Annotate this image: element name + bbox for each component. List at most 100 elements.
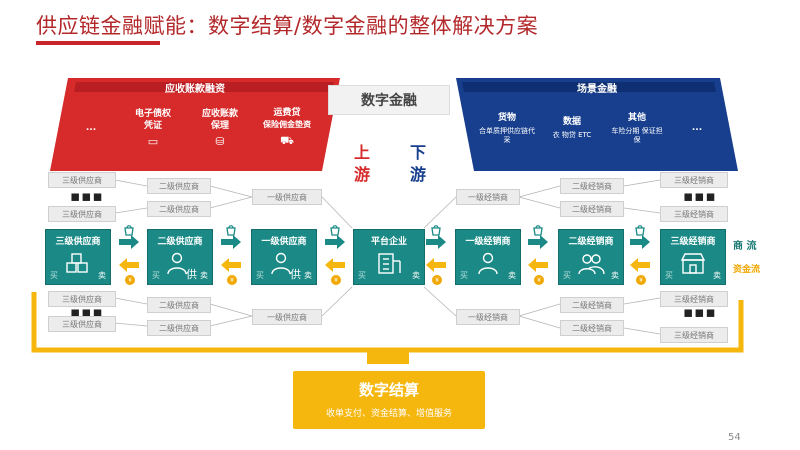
shopping-bag-icon [330,225,340,236]
ellipsis: ▪▪▪ [683,303,717,321]
scenario-item-label: ... [691,123,703,133]
receivables-item-label: 电子债权 [134,109,171,119]
secondary-distributor-box: 二级经销商 [560,201,624,217]
scenario-panel-title: 场景金融 [577,84,617,95]
scenario-item-label: 货物 [497,112,516,123]
secondary-distributor-box: 二级经销商 [560,297,624,313]
coins-icon: ⛁ [215,135,225,148]
digital-settlement-box: 数字结算 收单支付、资金结算、增值服务 [293,371,485,429]
chain-node-primary-distributor: 一级经销商 买 卖 [455,229,521,285]
shopping-bag-icon [533,225,543,236]
person-supply-icon [271,252,291,275]
buy-label: 买 [256,271,264,280]
primary-distributor-box: 一级经销商 [456,189,520,205]
upstream-label: 上 游 [352,142,372,186]
page-title: 供应链金融赋能：数字结算/数字金融的整体解决方案 [36,14,539,38]
boxes-icon [66,253,88,273]
chain-node-primary-supplier: 一级供应商 供 买 卖 [251,229,317,285]
downstream-char: 游 [409,165,426,184]
receivables-financing-panel: 应收账款融资 ... 电子债权 凭证 ▭ 应收账款 保理 ⛁ 运费贷 保险佣金垫… [50,78,340,171]
sell-label: 卖 [508,271,516,280]
title-underline [36,41,160,45]
sell-label: 卖 [304,271,312,280]
supply-mark: 供 [290,268,301,281]
chain-node-secondary-distributor: 二级经销商 买 卖 [558,229,624,285]
buy-label: 买 [152,271,160,280]
people-icon [578,254,605,275]
coin-icon: ¥ [432,275,442,285]
secondary-distributor-box: 二级经销商 [560,178,624,194]
upstream-char: 上 [353,143,370,162]
coin-icon: ¥ [534,275,544,285]
primary-supplier-box: 一级供应商 [252,309,322,325]
ellipsis: ▪▪▪ [70,187,104,205]
buy-label: 买 [358,271,366,280]
downstream-label: 下 游 [408,142,428,186]
page-number: 54 [728,432,741,443]
downstream-char: 下 [409,143,426,162]
coin-icon: ¥ [636,275,646,285]
scenario-panel-shape [456,78,738,171]
receivables-item-sublabel: 保理 [210,121,229,131]
sell-label: 卖 [611,271,619,280]
sell-label: 卖 [200,271,208,280]
scenario-item-detail: 衣 物贷 ETC [552,131,592,139]
chain-node-tertiary-supplier: 三级供应商 买 卖 [45,229,111,285]
coin-icon: ¥ [227,275,237,285]
shopping-bag-icon [226,225,236,236]
receivables-item-label: 运费贷 [273,108,301,118]
tertiary-supplier-box: 三级供应商 [48,316,116,332]
legend-goods-flow: 商 流 [733,241,757,252]
legend-cash-flow: 资金流 [733,265,761,275]
voucher-icon: ▭ [147,135,159,148]
secondary-distributor-box: 二级经销商 [560,320,624,336]
receivables-item-e-credit: 电子债权 凭证 ▭ [124,98,182,158]
person-icon [478,252,498,275]
receivables-item-label: 应收账款 [201,109,238,119]
receivables-item-label: ... [85,123,97,133]
buy-label: 买 [50,271,58,280]
scenario-item-data: 数据 衣 物贷 ETC [544,98,600,158]
store-icon [680,253,706,274]
scenario-finance-panel: 场景金融 货物 合单质押供应链代采 数据 衣 物贷 ETC 其他 车险分期 保证… [456,78,738,171]
secondary-supplier-box: 二级供应商 [147,201,211,217]
chain-node-tertiary-distributor: 三级经销商 买 卖 [660,229,726,285]
person-supply-icon [167,252,187,275]
secondary-supplier-box: 二级供应商 [147,320,211,336]
coin-icon: ¥ [331,275,341,285]
secondary-supplier-box: 二级供应商 [147,297,211,313]
scenario-item-other: 其他 车险分期 保证担保 [608,98,666,158]
tertiary-supplier-box: 三级供应商 [48,206,116,222]
chain-node-label: 一级供应商 [261,237,307,247]
receivables-item-more: ... [68,98,114,158]
tertiary-supplier-box: 三级供应商 [48,291,116,307]
buy-label: 买 [665,271,673,280]
scenario-item-detail: 车险分期 保证担保 [611,126,663,144]
digital-settlement-title: 数字结算 [358,381,419,399]
truck-icon: ⛟ [280,134,294,147]
scenario-item-label: 数据 [562,117,581,127]
tertiary-distributor-box: 三级经销商 [660,291,728,307]
shopping-bag-icon [124,225,134,236]
digital-settlement-subtitle: 收单支付、资金结算、增值服务 [325,409,452,419]
receivables-item-freight-loan: 运费贷 保险佣金垫资 ⛟ [258,98,316,158]
scenario-item-more: ... [674,98,720,158]
chain-node-label: 平台企业 [370,237,407,247]
receivables-item-sublabel: 凭证 [143,121,162,131]
digital-finance-tag: 数字金融 [328,85,450,115]
receivables-panel-title: 应收账款融资 [165,84,225,95]
receivables-panel-shape [50,78,340,171]
chain-node-label: 一级经销商 [465,237,511,247]
chain-node-platform: 平台企业 买 卖 [353,229,425,285]
chain-node-label: 二级经销商 [568,237,614,247]
tertiary-distributor-box: 三级经销商 [660,327,728,343]
tertiary-distributor-box: 三级经销商 [660,172,728,188]
receivables-item-sublabel: 保险佣金垫资 [263,120,311,129]
chain-node-label: 三级经销商 [670,237,716,247]
tertiary-supplier-box: 三级供应商 [48,172,116,188]
ellipsis: ▪▪▪ [70,303,104,321]
secondary-supplier-box: 二级供应商 [147,178,211,194]
buy-label: 买 [563,271,571,280]
sell-label: 卖 [713,271,721,280]
